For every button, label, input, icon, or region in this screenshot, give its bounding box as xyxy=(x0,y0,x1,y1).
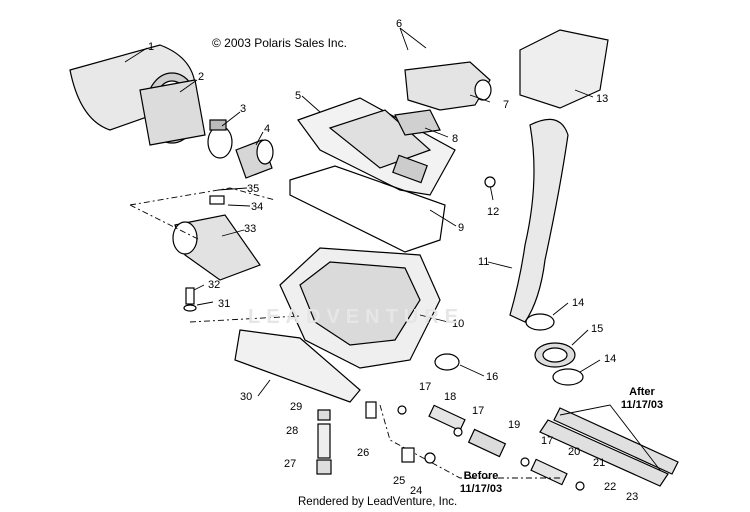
callout-35: 35 xyxy=(247,183,259,195)
hose-18 xyxy=(428,404,466,432)
valve-19 xyxy=(467,428,507,458)
callout-10: 10 xyxy=(452,318,464,330)
callout-2: 2 xyxy=(198,71,204,83)
note-after: After 11/17/03 xyxy=(620,386,664,411)
callout-22: 22 xyxy=(604,481,616,493)
callout-20: 20 xyxy=(568,446,580,458)
callout-24: 24 xyxy=(410,485,422,497)
callout-5: 5 xyxy=(295,90,301,102)
gasket xyxy=(289,165,446,253)
drain-assembly xyxy=(316,409,332,475)
callout-11: 11 xyxy=(478,256,489,268)
air-filter xyxy=(69,44,206,146)
callout-23: 23 xyxy=(626,491,638,503)
clamp-16 xyxy=(434,353,460,371)
callout-30: 30 xyxy=(240,391,252,403)
intake-duct xyxy=(509,118,569,323)
intake-snorkel xyxy=(394,61,492,136)
clamp-14b xyxy=(552,368,584,386)
callout-32: 32 xyxy=(208,279,220,291)
bracket-after xyxy=(559,404,661,471)
callout-14a: 14 xyxy=(572,297,584,309)
callout-19: 19 xyxy=(508,419,520,431)
callout-4: 4 xyxy=(264,123,270,135)
callout-16: 16 xyxy=(486,371,498,383)
hose-20 xyxy=(530,458,568,486)
centre-line-2 xyxy=(129,204,201,241)
centre-line-1 xyxy=(129,187,276,206)
callout-28: 28 xyxy=(286,425,298,437)
clamp-3 xyxy=(207,119,233,159)
hardware xyxy=(183,176,585,491)
breather-tubes xyxy=(539,407,679,487)
callout-17c: 17 xyxy=(541,435,553,447)
callout-21: 21 xyxy=(593,457,605,469)
boot-15 xyxy=(534,342,576,368)
callout-8: 8 xyxy=(452,133,458,145)
callout-26: 26 xyxy=(357,447,369,459)
footer-text: Rendered by LeadVenture, Inc. xyxy=(298,496,458,508)
callout-34: 34 xyxy=(251,201,263,213)
callout-3: 3 xyxy=(240,103,246,115)
throttle-body xyxy=(172,214,261,281)
airbox xyxy=(279,247,441,369)
duct-cover xyxy=(519,29,609,109)
watermark: LEADVENTURE xyxy=(248,306,465,328)
callout-15: 15 xyxy=(591,323,603,335)
callout-13: 13 xyxy=(596,93,608,105)
airbox-lid xyxy=(297,97,456,196)
sleeve-4 xyxy=(235,139,274,179)
callout-17a: 17 xyxy=(419,381,431,393)
centre-line-3 xyxy=(189,315,301,323)
callout-27: 27 xyxy=(284,458,296,470)
callout-25: 25 xyxy=(393,475,405,487)
callout-29: 29 xyxy=(290,401,302,413)
callout-6: 6 xyxy=(396,18,402,30)
leader-lines xyxy=(124,27,601,397)
centre-line-4 xyxy=(379,404,560,479)
callout-17b: 17 xyxy=(472,405,484,417)
note-before: Before 11/17/03 xyxy=(459,470,503,495)
shield-30 xyxy=(234,329,361,403)
callout-7: 7 xyxy=(503,99,509,111)
callout-18: 18 xyxy=(444,391,456,403)
callout-1: 1 xyxy=(148,41,154,53)
callouts: 1 2 3 4 5 6 7 8 9 10 11 12 13 14 14 15 1… xyxy=(148,18,638,503)
callout-33: 33 xyxy=(244,223,256,235)
copyright-text: © 2003 Polaris Sales Inc. xyxy=(212,36,347,50)
clamp-14a xyxy=(525,313,555,331)
callout-9: 9 xyxy=(458,222,464,234)
callout-14b: 14 xyxy=(604,353,616,365)
callout-12: 12 xyxy=(487,206,499,218)
callout-31: 31 xyxy=(218,298,230,310)
